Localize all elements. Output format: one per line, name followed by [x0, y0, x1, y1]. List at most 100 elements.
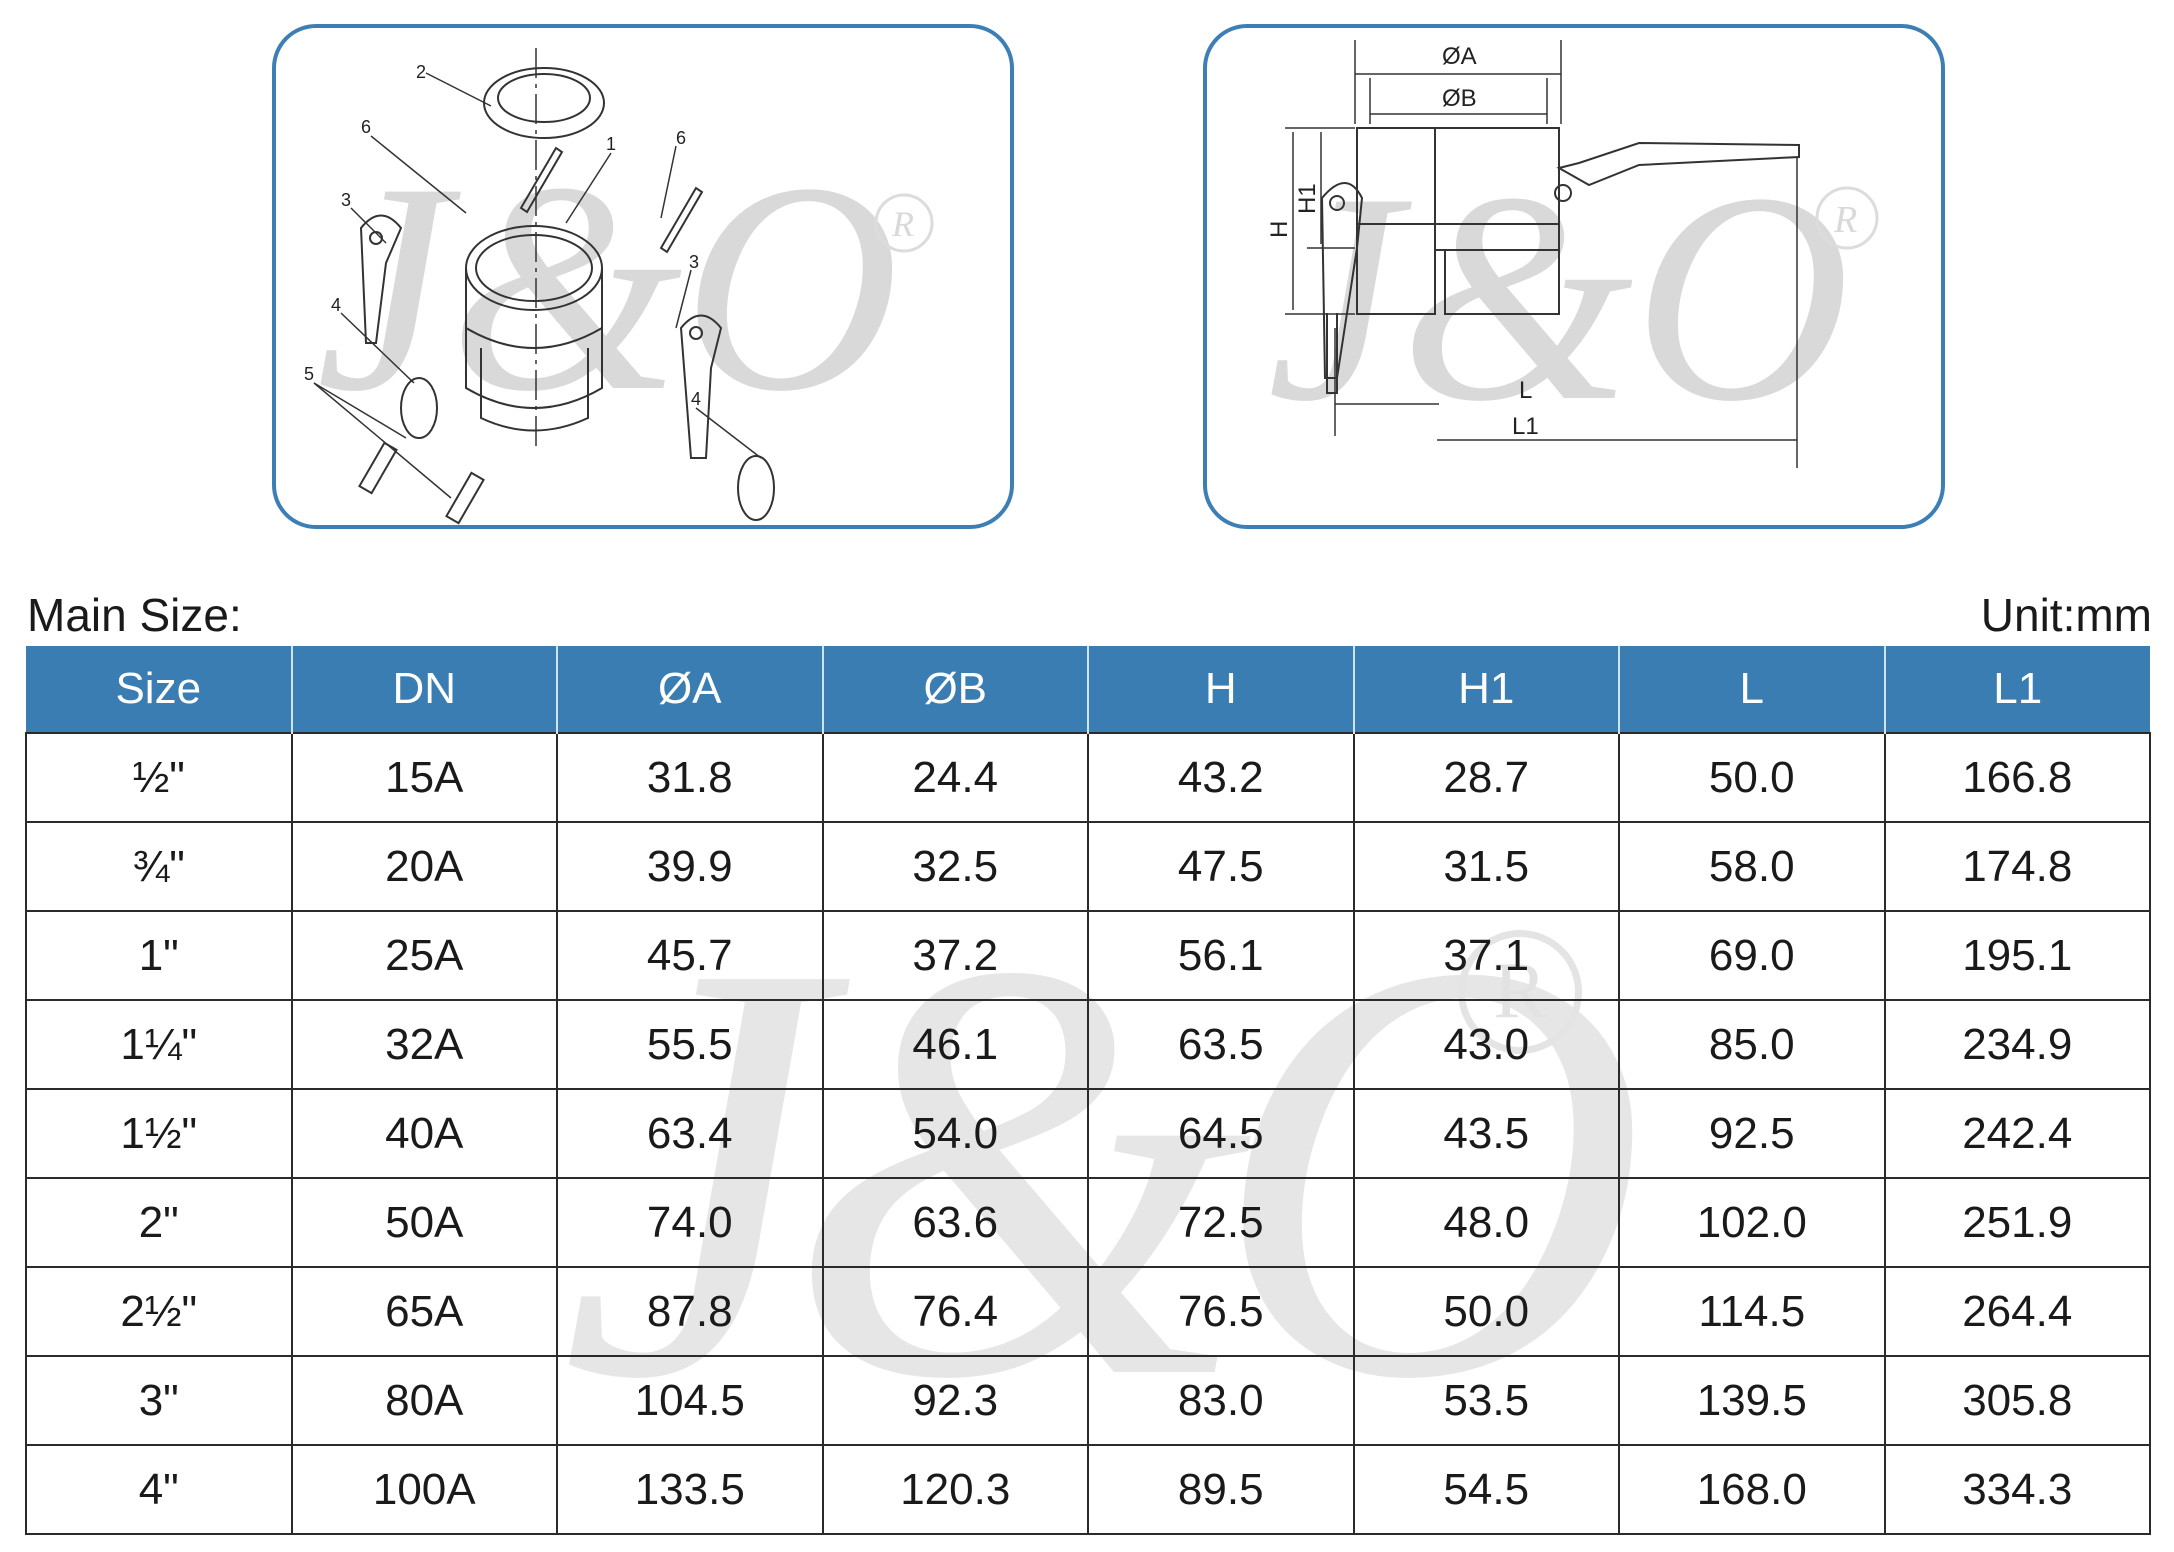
cell-l1: 195.1: [1883, 910, 2151, 1001]
callout-2: 2: [416, 62, 426, 82]
callout-6-left: 6: [361, 117, 371, 137]
cell-dn: 100A: [290, 1444, 558, 1535]
cell-l1: 264.4: [1883, 1266, 2151, 1357]
header-h: H: [1087, 646, 1355, 733]
cell-size: ¾": [25, 821, 293, 912]
registered-mark-text: R: [891, 204, 914, 244]
cell-size: 1": [25, 910, 293, 1001]
exploded-view-drawing: J&O R: [304, 48, 934, 525]
cell-l1: 166.8: [1883, 732, 2151, 823]
cell-l1: 242.4: [1883, 1088, 2151, 1179]
cell-dn: 80A: [290, 1355, 558, 1446]
callout-1: 1: [606, 134, 616, 154]
cell-dia-a: 45.7: [556, 910, 824, 1001]
cell-dia-a: 74.0: [556, 1177, 824, 1268]
cell-l: 85.0: [1618, 999, 1886, 1090]
cell-l: 92.5: [1618, 1088, 1886, 1179]
cell-h: 47.5: [1087, 821, 1355, 912]
cell-size: ½": [25, 732, 293, 823]
cell-h: 83.0: [1087, 1355, 1355, 1446]
cell-dia-a: 31.8: [556, 732, 824, 823]
cell-dia-b: 46.1: [821, 999, 1089, 1090]
header-l: L: [1618, 646, 1886, 733]
cell-size: 1½": [25, 1088, 293, 1179]
header-h1: H1: [1352, 646, 1620, 733]
dimension-drawing-panel: J&O R: [1203, 24, 1945, 529]
cell-l: 102.0: [1618, 1177, 1886, 1268]
cell-h: 63.5: [1087, 999, 1355, 1090]
cell-l: 58.0: [1618, 821, 1886, 912]
cell-l: 139.5: [1618, 1355, 1886, 1446]
cell-dia-b: 76.4: [821, 1266, 1089, 1357]
cell-h1: 50.0: [1352, 1266, 1620, 1357]
cell-dn: 20A: [290, 821, 558, 912]
callout-3-left: 3: [341, 190, 351, 210]
cell-h: 76.5: [1087, 1266, 1355, 1357]
cell-h: 72.5: [1087, 1177, 1355, 1268]
cell-dia-b: 32.5: [821, 821, 1089, 912]
cell-h: 89.5: [1087, 1444, 1355, 1535]
callout-5: 5: [304, 364, 314, 384]
cell-h1: 48.0: [1352, 1177, 1620, 1268]
header-l1: L1: [1883, 646, 2150, 733]
cell-dia-a: 104.5: [556, 1355, 824, 1446]
cell-dn: 32A: [290, 999, 558, 1090]
callout-6-right: 6: [676, 128, 686, 148]
cell-dia-a: 55.5: [556, 999, 824, 1090]
callout-3-right: 3: [689, 252, 699, 272]
cell-h1: 37.1: [1352, 910, 1620, 1001]
dim-label-h: H: [1266, 221, 1293, 238]
cell-h1: 31.5: [1352, 821, 1620, 912]
cell-dia-b: 54.0: [821, 1088, 1089, 1179]
cell-h: 64.5: [1087, 1088, 1355, 1179]
watermark-logo: J&O: [316, 121, 899, 453]
cell-l1: 174.8: [1883, 821, 2151, 912]
cell-l: 50.0: [1618, 732, 1886, 823]
registered-mark-icon: [1815, 186, 1879, 250]
header-size: Size: [26, 646, 293, 733]
header-dia-a: ØA: [556, 646, 824, 733]
cell-l1: 251.9: [1883, 1177, 2151, 1268]
cell-dia-a: 87.8: [556, 1266, 824, 1357]
cell-dia-a: 63.4: [556, 1088, 824, 1179]
cell-dn: 50A: [290, 1177, 558, 1268]
dimension-drawing: J&O R: [1266, 40, 1879, 468]
cell-dia-a: 39.9: [556, 821, 824, 912]
cell-h1: 53.5: [1352, 1355, 1620, 1446]
cell-h: 43.2: [1087, 732, 1355, 823]
dim-label-h1: H1: [1294, 183, 1321, 214]
unit-label: Unit:mm: [1980, 589, 2152, 641]
callout-4-right: 4: [691, 389, 701, 409]
cell-dia-b: 63.6: [821, 1177, 1089, 1268]
cell-size: 2½": [25, 1266, 293, 1357]
dim-label-dia-a: ØA: [1442, 43, 1477, 70]
cell-h: 56.1: [1087, 910, 1355, 1001]
registered-mark-icon: [874, 193, 934, 253]
dim-label-dia-b: ØB: [1442, 85, 1477, 112]
cell-size: 4": [25, 1444, 293, 1535]
cell-l: 114.5: [1618, 1266, 1886, 1357]
dim-label-l1: L1: [1512, 413, 1539, 440]
cell-dn: 25A: [290, 910, 558, 1001]
cell-h1: 28.7: [1352, 732, 1620, 823]
registered-mark-text: R: [1833, 199, 1857, 241]
cell-l: 69.0: [1618, 910, 1886, 1001]
exploded-view-panel: J&O R: [272, 24, 1014, 529]
cell-dn: 40A: [290, 1088, 558, 1179]
cell-h1: 43.5: [1352, 1088, 1620, 1179]
cell-size: 1¼": [25, 999, 293, 1090]
cell-dia-b: 120.3: [821, 1444, 1089, 1535]
table-caption: Main Size:: [27, 589, 242, 641]
callout-4-left: 4: [331, 295, 341, 315]
cell-l1: 234.9: [1883, 999, 2151, 1090]
